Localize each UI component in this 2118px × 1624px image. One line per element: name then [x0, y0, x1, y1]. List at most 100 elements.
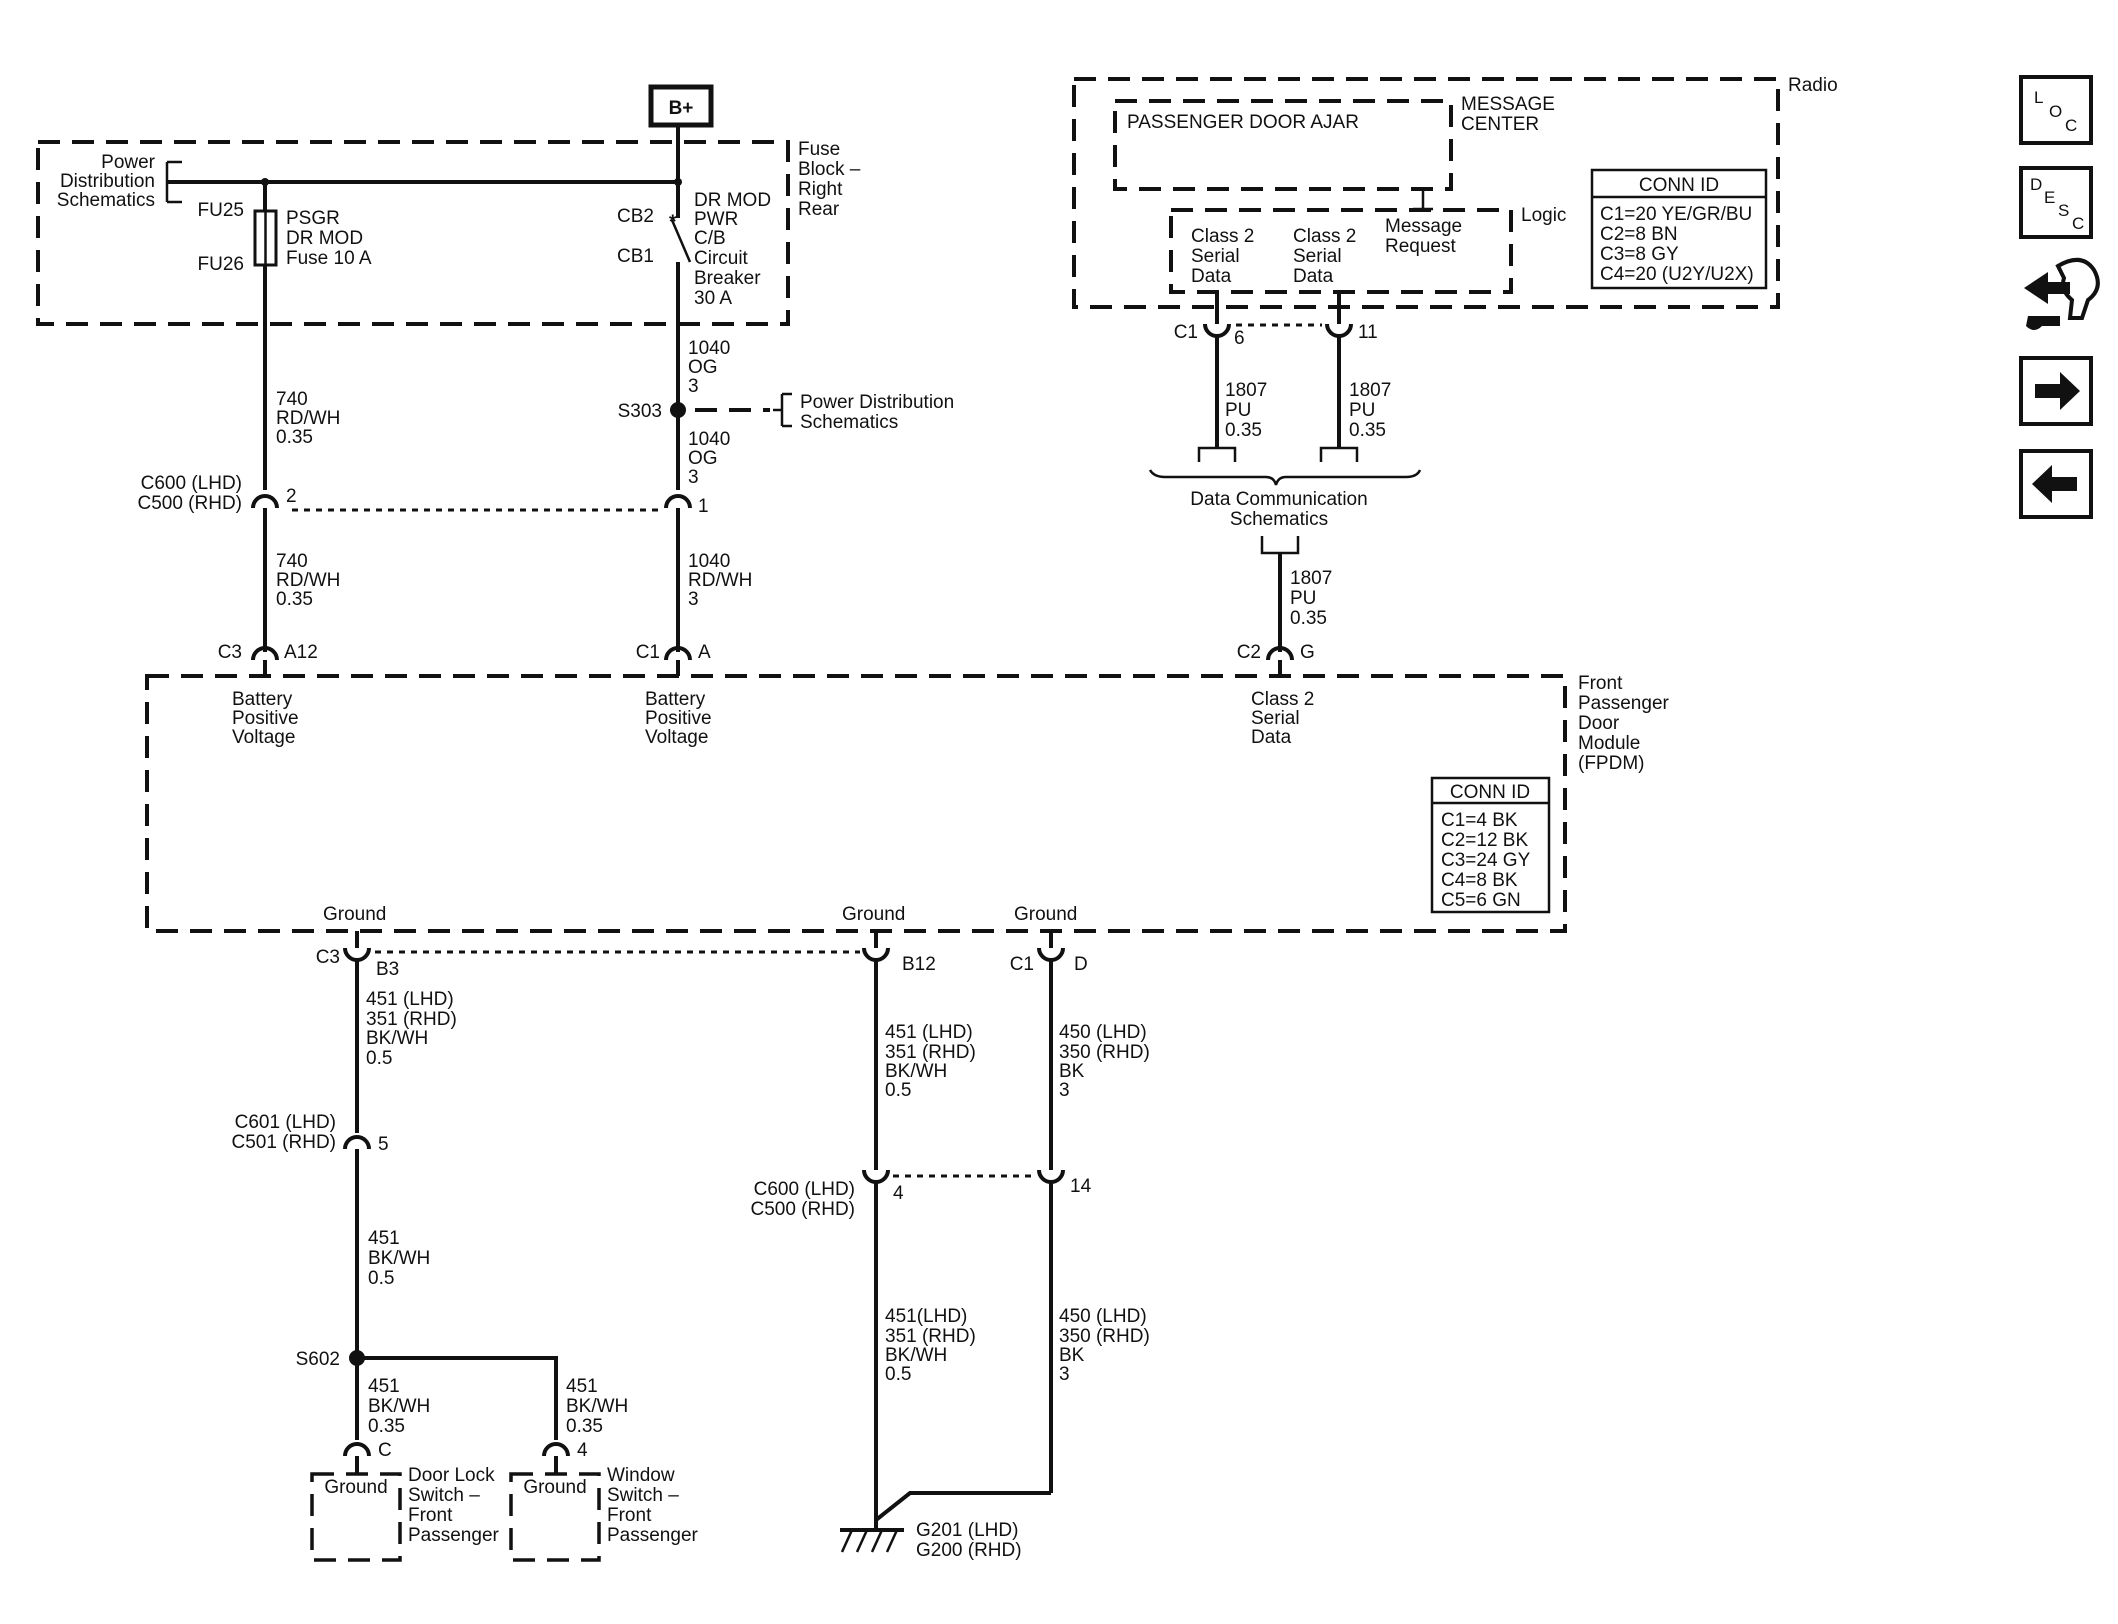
wire-740-lower-label: 740 RD/WH 0.35: [276, 551, 340, 610]
power-distribution-schematics-left[interactable]: Power Distribution Schematics: [57, 152, 156, 211]
svg-text:6: 6: [1234, 328, 1245, 349]
svg-text:C1: C1: [636, 642, 660, 663]
svg-text:Class 2: Class 2: [1251, 689, 1314, 710]
svg-text:Battery: Battery: [645, 689, 706, 710]
svg-text:3: 3: [688, 589, 699, 610]
back-arrow-icon[interactable]: [2019, 449, 2093, 519]
svg-text:451: 451: [368, 1376, 400, 1397]
wire-740-upper-label: 740 RD/WH 0.35: [276, 389, 340, 448]
svg-text:Fuse 10 A: Fuse 10 A: [286, 248, 372, 269]
connector-c1-d: C1 D: [1010, 947, 1088, 975]
window-switch-front-passenger: Ground Window Switch – Front Passenger: [509, 1465, 699, 1562]
svg-text:Schematics: Schematics: [1230, 509, 1328, 530]
svg-text:Power: Power: [101, 152, 156, 173]
bplus-label: B+: [669, 98, 694, 119]
message-center-label: MESSAGE CENTER: [1461, 94, 1555, 135]
svg-text:Schematics: Schematics: [57, 190, 155, 211]
door-lock-switch-front-passenger: Ground Door Lock Switch – Front Passenge…: [310, 1465, 500, 1562]
connector-c600-top: C600 (LHD) C500 (RHD) 2 1: [137, 473, 709, 652]
loc-icon[interactable]: L O C: [2019, 75, 2093, 145]
svg-text:Block –: Block –: [798, 159, 861, 180]
wrench-arrows-icon[interactable]: [2024, 258, 2100, 330]
svg-text:Positive: Positive: [232, 708, 299, 729]
connector-c3-a12: C3 A12: [218, 642, 318, 676]
svg-text:C3: C3: [218, 642, 242, 663]
svg-text:G: G: [1300, 642, 1315, 663]
svg-text:G201 (LHD): G201 (LHD): [916, 1520, 1018, 1541]
svg-text:Class 2: Class 2: [1293, 226, 1356, 247]
power-distribution-schematics-right[interactable]: Power Distribution Schematics: [800, 392, 954, 433]
wire-1040-middle-label: 1040 OG 3: [688, 429, 730, 488]
fu25-label: FU25: [198, 200, 244, 221]
svg-text:Breaker: Breaker: [694, 268, 761, 289]
svg-text:PSGR: PSGR: [286, 208, 340, 229]
svg-text:PWR: PWR: [694, 209, 738, 230]
svg-text:RD/WH: RD/WH: [276, 408, 340, 429]
radio-label: Radio: [1788, 75, 1838, 96]
svg-text:Battery: Battery: [232, 689, 293, 710]
svg-text:DR MOD: DR MOD: [286, 228, 363, 249]
connector-radio-c1: C1 6 11: [1174, 292, 1378, 448]
svg-text:C1: C1: [1010, 954, 1034, 975]
svg-text:Voltage: Voltage: [645, 727, 708, 748]
data-communication-schematics[interactable]: Data Communication Schematics: [1190, 489, 1367, 530]
wire-450-a-label: 450 (LHD) 350 (RHD) BK 3: [1059, 1022, 1150, 1101]
svg-text:Module: Module: [1578, 733, 1640, 754]
svg-text:Switch –: Switch –: [408, 1485, 480, 1506]
svg-text:S: S: [2058, 201, 2069, 220]
fpdm-module-label: Front Passenger Door Module (FPDM): [1578, 673, 1670, 774]
svg-text:0.5: 0.5: [885, 1080, 911, 1101]
svg-text:1807: 1807: [1290, 568, 1332, 589]
svg-text:OG: OG: [688, 357, 718, 378]
svg-text:Front: Front: [1578, 673, 1623, 694]
radio-message-request: Message Request: [1385, 216, 1462, 257]
chassis-ground-icon: [840, 1506, 904, 1553]
svg-text:C/B: C/B: [694, 228, 726, 249]
svg-text:Fuse: Fuse: [798, 139, 840, 160]
svg-text:0.5: 0.5: [366, 1048, 392, 1069]
svg-text:BK/WH: BK/WH: [885, 1061, 947, 1082]
svg-text:BK/WH: BK/WH: [368, 1248, 430, 1269]
svg-text:351 (RHD): 351 (RHD): [885, 1042, 976, 1063]
svg-text:1807: 1807: [1225, 380, 1267, 401]
svg-text:0.35: 0.35: [1290, 608, 1327, 629]
svg-text:0.35: 0.35: [566, 1416, 603, 1437]
connector-c2-g: C2 G: [1237, 642, 1315, 676]
svg-text:Ground: Ground: [324, 1477, 387, 1498]
svg-text:0.5: 0.5: [885, 1364, 911, 1385]
radio-class2-a: Class 2 Serial Data: [1191, 226, 1254, 287]
splice-s303: [670, 402, 686, 418]
svg-text:3: 3: [688, 376, 699, 397]
svg-text:Circuit: Circuit: [694, 248, 749, 269]
svg-text:1807: 1807: [1349, 380, 1391, 401]
svg-text:3: 3: [1059, 1080, 1070, 1101]
svg-text:451: 451: [368, 1228, 400, 1249]
svg-text:740: 740: [276, 551, 308, 572]
desc-icon[interactable]: D E S C: [2019, 166, 2093, 239]
svg-text:350 (RHD): 350 (RHD): [1059, 1326, 1150, 1347]
svg-text:0.35: 0.35: [368, 1416, 405, 1437]
svg-text:C1: C1: [1174, 322, 1198, 343]
svg-text:740: 740: [276, 389, 308, 410]
svg-text:Data: Data: [1251, 727, 1292, 748]
module-bpv-1: Battery Positive Voltage: [232, 689, 299, 748]
next-arrow-icon[interactable]: [2019, 356, 2093, 426]
svg-text:Front: Front: [408, 1505, 453, 1526]
pin-4-label: 4: [577, 1440, 588, 1461]
logic-label: Logic: [1521, 205, 1566, 226]
svg-text:Data: Data: [1191, 266, 1232, 287]
svg-text:5: 5: [378, 1134, 389, 1155]
svg-text:Passenger: Passenger: [408, 1525, 500, 1546]
svg-text:11: 11: [1358, 322, 1378, 343]
svg-text:1: 1: [698, 496, 709, 517]
svg-text:D: D: [2030, 175, 2042, 194]
psgr-fuse-label: PSGR DR MOD Fuse 10 A: [286, 208, 372, 269]
svg-text:Rear: Rear: [798, 199, 840, 220]
svg-text:451: 451: [566, 1376, 598, 1397]
svg-text:B12: B12: [902, 954, 936, 975]
connector-c1-a: C1 A: [636, 642, 711, 676]
svg-text:RD/WH: RD/WH: [688, 570, 752, 591]
svg-text:(FPDM): (FPDM): [1578, 753, 1644, 774]
svg-text:L: L: [2034, 88, 2043, 107]
svg-text:C: C: [2072, 214, 2084, 233]
